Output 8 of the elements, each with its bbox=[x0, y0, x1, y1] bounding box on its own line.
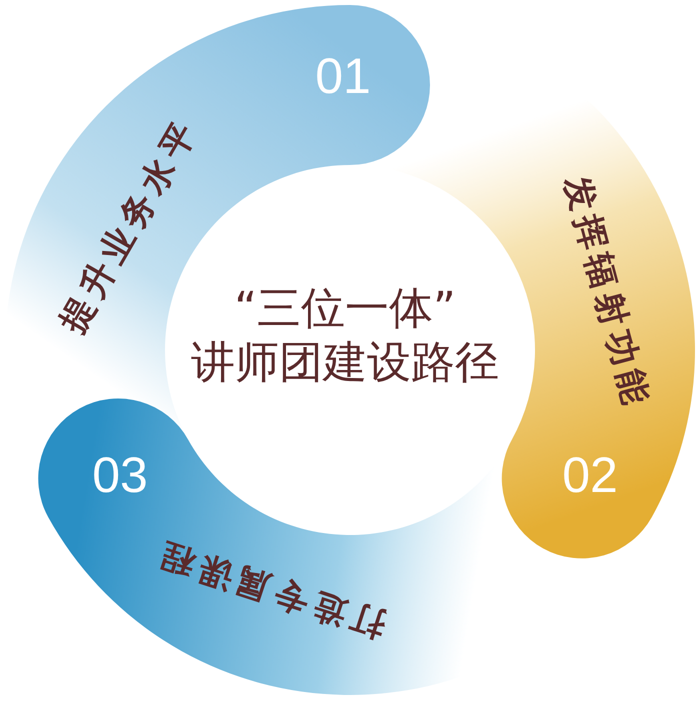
step-number: 02 bbox=[562, 450, 618, 500]
segment-label: 发挥辐射功能 bbox=[558, 170, 654, 414]
step-number: 01 bbox=[315, 51, 371, 101]
title-text: 讲师团建设路径 bbox=[191, 341, 499, 385]
segment-label: 提升业务水平 bbox=[52, 112, 204, 340]
segment-label: 打造专属课程 bbox=[150, 536, 392, 644]
title-text: “三位一体” bbox=[234, 287, 456, 331]
step-number: 03 bbox=[92, 450, 148, 500]
